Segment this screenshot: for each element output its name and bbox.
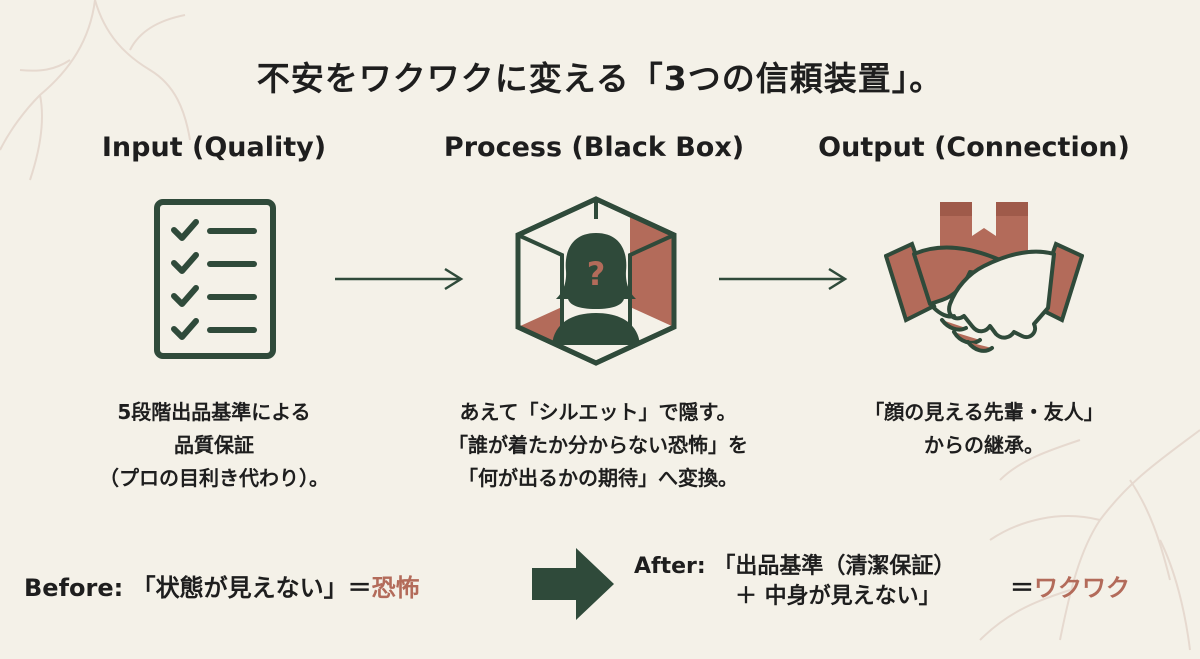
after-result: ワクワク [1034, 574, 1130, 602]
text-line: （プロの目利き代わり）。 [99, 466, 329, 490]
text-line: あえて「シルエット」で隠す。 [459, 400, 737, 424]
after-line-1: After: 「出品基準（清潔保証） [634, 554, 956, 579]
text-line: 「誰が着たか分からない恐怖」を [448, 433, 748, 457]
column-heading-process: Process (Black Box) [443, 132, 745, 163]
handshake-box-icon [884, 202, 1084, 353]
column-heading-input: Input (Quality) [101, 132, 327, 163]
svg-text:?: ? [587, 255, 606, 293]
silhouette-box-icon: ? [515, 196, 677, 366]
before-label: Before: 「状態が見えない」＝ [24, 574, 372, 602]
after-equals: ＝ [1010, 574, 1034, 602]
arrow-right-icon [719, 267, 848, 291]
text-line: 品質保証 [174, 433, 254, 457]
text-line: 「顔の見える先輩・友人」 [864, 400, 1104, 424]
arrow-right-icon [335, 267, 464, 291]
column-text-process: あえて「シルエット」で隠す。 「誰が着たか分からない恐怖」を 「何が出るかの期待… [408, 396, 788, 495]
column-text-output: 「顔の見える先輩・友人」 からの継承。 [794, 396, 1174, 462]
text-line: 「何が出るかの期待」へ変換。 [458, 466, 738, 490]
text-line: 5段階出品基準による [117, 400, 311, 424]
checklist-icon [154, 199, 276, 359]
after-result-statement: ＝ワクワク [1010, 568, 1130, 603]
page-title: 不安をワクワクに変える「3つの信頼装置」。 [256, 59, 944, 98]
before-statement: Before: 「状態が見えない」＝恐怖 [24, 568, 420, 603]
after-statement: After: 「出品基準（清潔保証） ＋ 中身が見えない」 [634, 552, 955, 612]
after-line-2: ＋ 中身が見えない」 [735, 584, 941, 609]
before-result: 恐怖 [371, 574, 420, 602]
column-heading-output: Output (Connection) [818, 132, 1130, 163]
transition-arrow-icon [532, 548, 614, 620]
column-text-input: 5段階出品基準による 品質保証 （プロの目利き代わり）。 [24, 396, 404, 495]
text-line: からの継承。 [924, 433, 1044, 457]
